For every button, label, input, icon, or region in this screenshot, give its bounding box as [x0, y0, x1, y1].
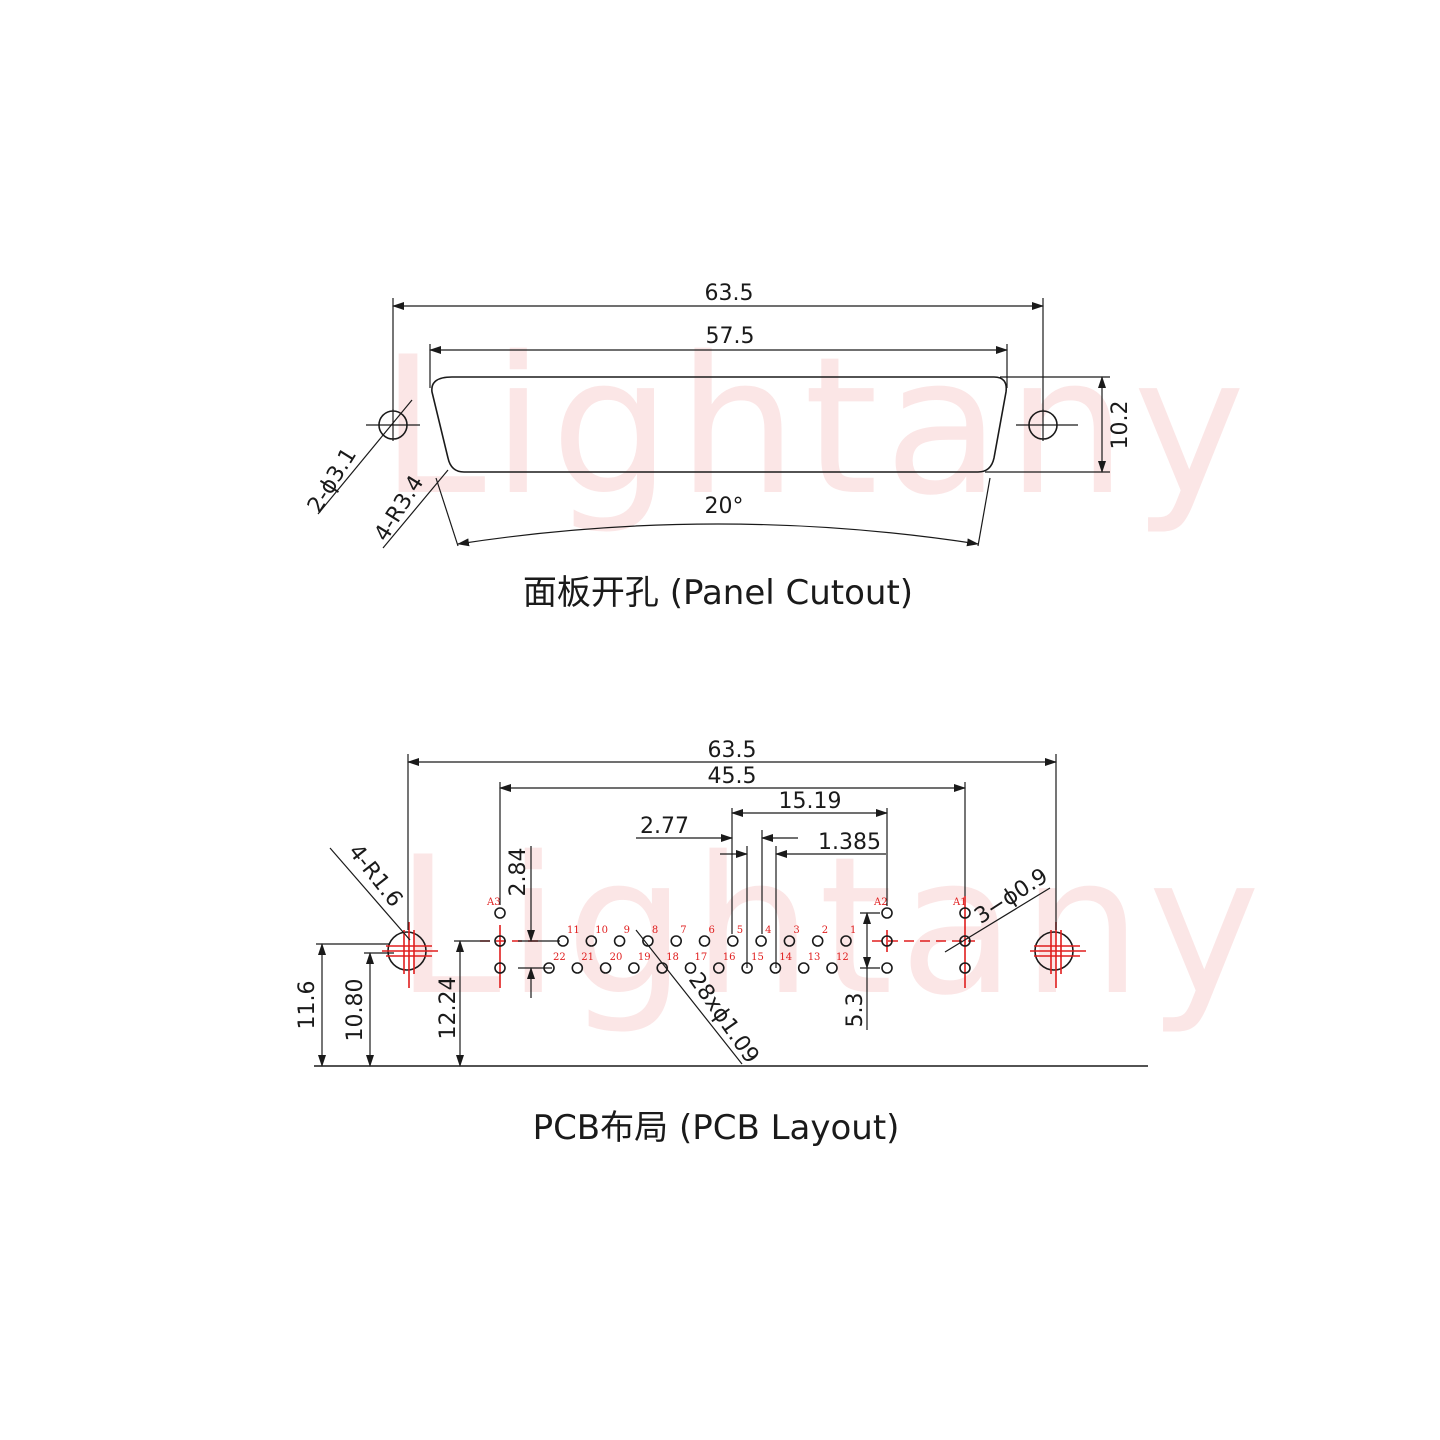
pcb-a3-holes: [494, 907, 506, 974]
pcb-bottom-pin-hole: [571, 962, 584, 974]
watermark-bottom: Lightany: [395, 816, 1266, 1037]
panel-dim-angle: 20°: [705, 494, 744, 519]
pcb-bottom-pin-hole: [797, 962, 810, 974]
pcb-bottom-pin-label: 15: [751, 952, 764, 963]
pcb-top-pin-label: 9: [624, 925, 630, 936]
pcb-top-pin-label: 7: [680, 925, 686, 936]
panel-caption: 面板开孔 (Panel Cutout): [523, 573, 913, 613]
pcb-a2-holes: [881, 907, 893, 974]
pcb-dim-span: 45.5: [708, 764, 757, 789]
pcb-dim-row: 15.19: [779, 789, 842, 814]
pcb-label-a1: A1: [952, 897, 967, 908]
pcb-bottom-pin-label: 18: [666, 952, 679, 963]
pcb-dim-pitch: 2.77: [640, 814, 689, 839]
pcb-dim-half-pitch: 1.385: [818, 830, 881, 855]
pcb-bottom-pin-hole: [712, 962, 725, 974]
panel-dim-cutout: 57.5: [706, 324, 755, 349]
pcb-bottom-pin-label: 19: [638, 952, 651, 963]
pcb-top-pin-label: 6: [709, 925, 715, 936]
pcb-bottom-pin-hole: [628, 962, 640, 974]
pcb-bottom-pin-label: 14: [779, 952, 792, 963]
pcb-top-pin-label: 8: [652, 925, 658, 936]
panel-dim-holes: 2-ϕ3.1: [303, 444, 362, 518]
pcb-top-pin-label: 2: [822, 925, 828, 936]
pcb-bottom-pin-label: 16: [723, 952, 736, 963]
pcb-top-pin-label: 4: [765, 925, 771, 936]
pcb-dim-a-spacing: 5.3: [843, 993, 868, 1028]
panel-hole-right: [1016, 409, 1078, 441]
pcb-top-pin-hole: [585, 935, 598, 947]
pcb-top-pin-hole: [670, 935, 683, 947]
pcb-bottom-pin-label: 17: [695, 952, 708, 963]
pcb-top-pin-label: 5: [737, 925, 743, 936]
pcb-top-pin-hole: [726, 935, 739, 947]
pcb-dim-row-gap: 2.84: [506, 848, 531, 897]
pcb-label-a2: A2: [873, 897, 888, 908]
pcb-top-pin-label: 11: [567, 925, 580, 936]
pcb-bottom-pin-label: 12: [836, 952, 849, 963]
pcb-bottom-row-pins: 22 21 20 19 18 17 16 15 14 13 12: [543, 952, 849, 974]
panel-dim-overall: 63.5: [705, 281, 754, 306]
pcb-bottom-pin-hole: [684, 962, 697, 974]
pcb-top-pin-hole: [840, 935, 852, 947]
panel-dim-height: 10.2: [1108, 401, 1133, 450]
pcb-mount-hole-left: [382, 922, 438, 988]
panel-cutout-view: 63.5 57.5 10.2 2-ϕ3.1 4-R3.4 20° 面板开孔 (P…: [303, 281, 1133, 613]
pcb-top-pin-label: 1: [850, 925, 856, 936]
pcb-top-pin-hole: [811, 935, 824, 947]
pcb-bottom-pin-hole: [826, 962, 838, 974]
panel-hole-left: [366, 409, 420, 441]
pcb-top-pin-hole: [698, 935, 711, 947]
pcb-dim-h3: 12.24: [436, 977, 461, 1040]
pcb-top-pin-hole: [755, 935, 767, 947]
pcb-bottom-pin-label: 22: [553, 952, 566, 963]
pcb-mount-hole-right: [1030, 922, 1086, 988]
pcb-bottom-pin-hole: [599, 962, 612, 974]
panel-cutout-outline: [431, 376, 1008, 473]
pcb-top-pin-label: 10: [595, 925, 608, 936]
pcb-top-pin-hole: [613, 935, 626, 947]
pcb-top-pin-label: 3: [793, 925, 799, 936]
pcb-bottom-pin-label: 20: [610, 952, 623, 963]
pcb-bottom-pin-label: 13: [808, 952, 821, 963]
pcb-dim-h1: 11.6: [295, 981, 320, 1030]
pcb-label-a3: A3: [486, 897, 501, 908]
pcb-top-row-pins: 11 10 9 8 7 6 5 4 3 2 1: [557, 925, 856, 947]
pcb-caption: PCB布局 (PCB Layout): [533, 1108, 900, 1148]
pcb-dim-h2: 10.80: [343, 979, 368, 1042]
pcb-a1-holes: [959, 907, 971, 974]
pcb-bottom-pin-label: 21: [581, 952, 594, 963]
pcb-dim-overall: 63.5: [708, 738, 757, 763]
pcb-top-pin-hole: [783, 935, 796, 947]
